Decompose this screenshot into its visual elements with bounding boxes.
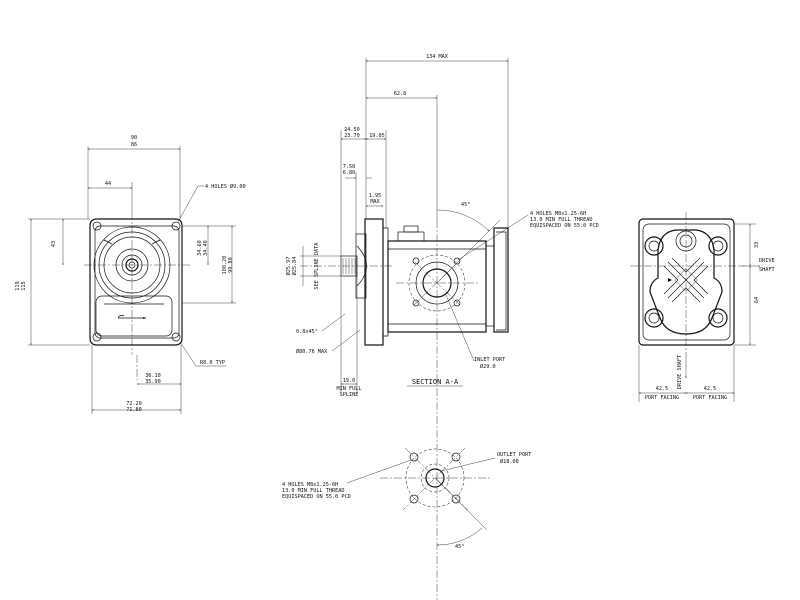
front-mount-hole-tl [92,221,102,231]
rear-outline [638,218,735,346]
note-outlet-holes-3: EQUISPACED ON 55.0 PCD [282,494,351,500]
rear-hole-tl [644,236,664,256]
dim-rear-33: 33 [754,242,760,248]
label-rear-port-right: PORT FACING [693,395,727,401]
dim-front-bottom-1: 36.10 [145,373,161,379]
outlet-hole-4 [451,494,461,504]
dim-side-spline-1: Ø25.97 [285,257,292,276]
dim-side-24-2: 23.70 [344,133,360,139]
dim-front-bottom-2: 35.90 [145,379,161,385]
side-end-cap [493,227,509,333]
front-view: 90 86 44 4 HOLES Ø9.00 43 119 115 34.60 … [15,135,246,414]
side-view: 134 MAX 62.8 24.50 23.70 19.05 7.50 6.80… [285,54,599,600]
dim-front-right-2: 34.40 [203,240,209,256]
dim-side-19: 19.05 [369,133,385,139]
note-inlet-2: Ø29.0 [480,363,496,370]
inlet-hole-3 [412,299,420,307]
dim-front-pilot-2: 99.80 [228,257,234,273]
dim-front-width-2: 86 [131,142,137,148]
note-side-min-full-1: 19.0 [343,378,356,384]
note-side-min-full-2: MIN FULL [337,386,362,392]
dim-front-pilot-1: 100.20 [222,256,228,275]
dim-side-spline-2: Ø25.84 [291,257,298,276]
dim-side-max: 134 MAX [426,54,449,60]
dim-front-height-1: 119 [15,281,21,290]
front-lower-cover [95,295,173,337]
dim-side-1-95-max: MAX [370,199,380,205]
outlet-hole-3 [409,494,419,504]
dim-rear-right: 42.5 [704,386,717,392]
inlet-hole-4 [453,299,461,307]
note-side-dia-max: Ø80.76 MAX [296,348,328,355]
dim-front-right-1: 34.60 [197,240,203,256]
inlet-hole-1 [412,257,420,265]
label-rear-port-left: PORT FACING [645,395,679,401]
note-outlet-port-1: OUTLET PORT [497,452,531,458]
outlet-hole-1 [409,452,419,462]
dim-front-43: 43 [51,241,57,247]
front-mount-hole-br [171,332,181,342]
rear-hole-bl [644,308,664,328]
dim-front-width-1: 90 [131,135,137,141]
note-inlet-1: INLET PORT [474,357,505,363]
dim-side-62: 62.8 [394,91,407,97]
dim-side-1-95: 1.95 [369,193,382,199]
section-label: SECTION A-A [412,378,459,386]
inlet-hole-2 [453,257,461,265]
note-side-holes-3: EQUISPACED ON 55.0 PCD [530,223,599,229]
front-body [94,225,180,339]
label-rear-drive-vert: DRIVE SHAFT [677,355,683,389]
label-rear-drive-1: DRIVE [759,258,775,264]
dim-side-7-2: 6.80 [343,170,356,176]
dim-front-offset: 44 [105,181,111,187]
dim-side-7-1: 7.50 [343,164,356,170]
note-side-chamfer: 0.8x45° [296,329,318,335]
dim-front-base-2: 71.80 [126,407,142,413]
rear-view: 33 64 DRIVE SHAFT DRIVE SHAFT 42.5 42.5 … [630,212,775,402]
rear-hole-tr [708,236,728,256]
front-flange-outline [89,218,183,346]
dim-front-height-2: 115 [21,281,27,290]
angle-side-45: 45° [461,202,470,208]
angle-outlet-45: 45° [455,544,464,550]
dim-side-24-1: 24.50 [344,127,360,133]
note-side-holes-1: 4 HOLES M8x1.25-6H [530,211,586,217]
note-front-radius: R8.0 TYP [200,360,225,366]
note-outlet-holes-1: 4 HOLES M8x1.25-6H [282,482,338,488]
outlet-view: 4 HOLES M8x1.25-6H 13.0 MIN FULL THREAD … [282,447,531,550]
side-flange [364,218,384,346]
outlet-hole-2 [451,452,461,462]
note-side-holes-2: 13.0 MIN FULL THREAD [530,217,592,223]
dim-front-base-1: 72.20 [126,401,142,407]
note-side-spline-data: SEE SPLINE DATA [314,242,320,290]
note-outlet-holes-2: 13.0 MIN FULL THREAD [282,488,344,494]
note-side-min-full-3: SPLINE [340,392,359,398]
note-front-holes: 4 HOLES Ø9.00 [205,183,246,190]
front-mount-hole-tr [171,221,181,231]
dim-rear-64: 64 [754,297,760,303]
dim-rear-left: 42.5 [656,386,669,392]
rear-hole-br [708,308,728,328]
note-outlet-port-2: Ø18.00 [500,458,519,465]
label-rear-drive-2: SHAFT [759,267,775,273]
